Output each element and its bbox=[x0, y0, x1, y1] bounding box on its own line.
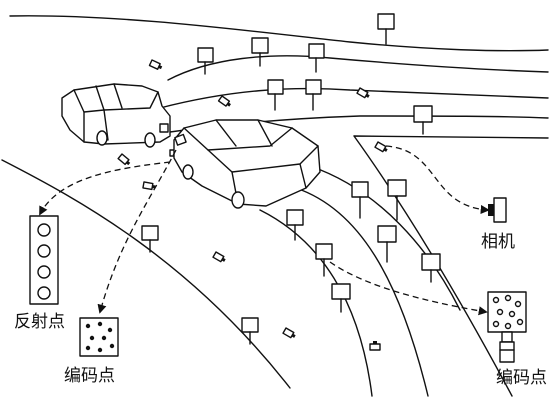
coded-target-panel bbox=[80, 318, 118, 356]
sign-post bbox=[142, 226, 158, 252]
road-edge-right-block bbox=[354, 136, 548, 396]
road-edge-inner-curve-2 bbox=[296, 188, 428, 396]
reflective-target-panel bbox=[30, 216, 58, 304]
coded-point-label-left: 编码点 bbox=[64, 368, 115, 385]
sign-post bbox=[352, 182, 368, 218]
sign-post bbox=[378, 14, 394, 44]
sign-post bbox=[242, 318, 258, 344]
arrow-to-coded-point-left bbox=[100, 150, 176, 312]
reflective-point-label: 反射点 bbox=[14, 314, 65, 331]
arrow-to-coded-point-right bbox=[330, 262, 486, 312]
sign-post bbox=[378, 226, 396, 262]
car-icon bbox=[174, 120, 320, 208]
sign-post bbox=[198, 48, 213, 74]
camera-icon bbox=[118, 154, 131, 166]
camera-icon bbox=[149, 60, 162, 71]
camera-icon bbox=[219, 96, 232, 108]
road-edge-top bbox=[10, 16, 548, 51]
camera-icon bbox=[357, 88, 370, 99]
camera-icon bbox=[488, 198, 506, 222]
sign-post bbox=[306, 80, 321, 110]
sign-post bbox=[332, 284, 350, 312]
car-icon bbox=[62, 84, 170, 147]
road-edge-middle-lane bbox=[160, 89, 548, 108]
coded-point-label-right: 编码点 bbox=[496, 370, 547, 387]
camera-icon bbox=[370, 341, 380, 350]
sign-post bbox=[422, 254, 440, 282]
road-edge-upper-lane bbox=[168, 56, 548, 80]
coded-target-panel bbox=[488, 292, 526, 362]
camera-label: 相机 bbox=[481, 234, 515, 251]
road-edge-inner-curve-1 bbox=[260, 210, 372, 396]
sign-post bbox=[414, 106, 432, 134]
sign-post bbox=[268, 80, 283, 110]
camera-icon bbox=[283, 328, 296, 339]
sign-post bbox=[252, 38, 268, 66]
sign-post bbox=[287, 210, 303, 240]
sign-post bbox=[309, 44, 324, 72]
camera-icon bbox=[213, 252, 226, 263]
sign-post bbox=[388, 180, 406, 220]
arrow-to-camera bbox=[386, 146, 488, 210]
camera-icon bbox=[375, 142, 388, 153]
